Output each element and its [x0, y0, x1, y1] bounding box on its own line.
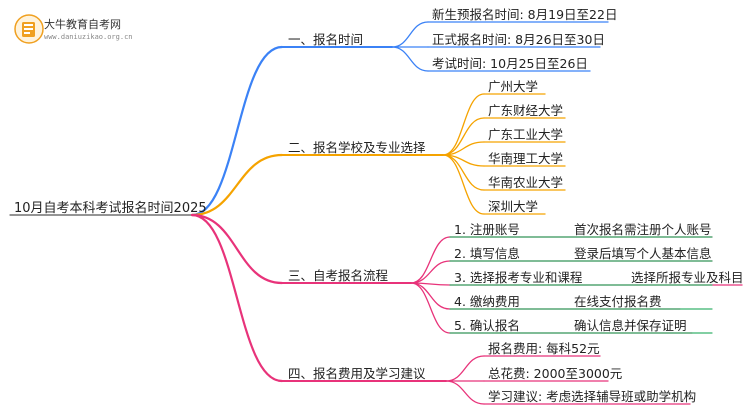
branch-label-fees-advice: 四、报名费用及学习建议 [288, 366, 426, 381]
root-topic: 10月自考本科考试报名时间2025 [14, 201, 207, 216]
leaf-formal-registration: 正式报名时间: 8月26日至30日 [432, 32, 605, 47]
leaf-study-advice: 学习建议: 考虑选择辅导班或助学机构 [488, 389, 697, 404]
book-icon [14, 14, 44, 44]
leaf-school: 华南理工大学 [488, 151, 564, 166]
leaf-school: 华南农业大学 [488, 175, 564, 190]
branch-process-curve [190, 213, 284, 285]
branch-registration-time-leaf-curve [391, 21, 429, 48]
leaf-step: 2. 填写信息 [454, 246, 520, 261]
site-logo [14, 12, 174, 52]
branch-schools-leaf-curve [442, 117, 485, 156]
leaf-step: 4. 缴纳费用 [454, 294, 520, 309]
branch-fees-advice-leaf-curve [445, 380, 485, 405]
branch-fees-advice-curve [190, 213, 284, 383]
branch-fees-advice-leaf-curve [445, 355, 485, 382]
leaf-total-cost: 总花费: 2000至3000元 [488, 366, 623, 381]
leaf-school: 广东财经大学 [488, 103, 564, 118]
leaf-step-desc: 登录后填写个人基本信息 [574, 246, 712, 261]
leaf-step-desc: 确认信息并保存证明 [574, 318, 687, 333]
logo-name: 大牛教育自考网 [44, 18, 121, 31]
leaf-pre-registration: 新生预报名时间: 8月19日至22日 [432, 7, 618, 22]
branch-process-leaf-curve [410, 282, 451, 310]
leaf-step: 5. 确认报名 [454, 318, 520, 333]
branch-process-leaf-curve [410, 282, 451, 334]
logo-url: www.daniuzikao.org.cn [44, 33, 133, 41]
leaf-step: 1. 注册账号 [454, 222, 520, 237]
branch-registration-time-curve [190, 45, 284, 217]
branch-label-schools: 二、报名学校及专业选择 [288, 140, 426, 155]
branch-label-registration-time: 一、报名时间 [288, 32, 364, 47]
branch-schools-leaf-curve [442, 154, 485, 215]
branch-label-process: 三、自考报名流程 [288, 268, 389, 283]
leaf-step-desc: 首次报名需注册个人账号 [574, 222, 712, 237]
branch-registration-time-leaf-curve [391, 46, 429, 72]
leaf-school: 深圳大学 [488, 199, 539, 214]
leaf-exam-time: 考试时间: 10月25日至26日 [432, 56, 588, 71]
leaf-step-desc: 在线支付报名费 [574, 294, 662, 309]
branch-schools-leaf-curve [442, 93, 485, 156]
leaf-school: 广东工业大学 [488, 127, 564, 142]
leaf-step-desc: 选择所报专业及科目 [631, 270, 744, 285]
leaf-fee: 报名费用: 每科52元 [488, 341, 600, 356]
leaf-school: 广州大学 [488, 79, 539, 94]
branch-schools-curve [190, 153, 284, 217]
branch-process-leaf-curve [410, 260, 451, 284]
branch-process-leaf-curve [410, 236, 451, 284]
leaf-step: 3. 选择报考专业和课程 [454, 270, 583, 285]
